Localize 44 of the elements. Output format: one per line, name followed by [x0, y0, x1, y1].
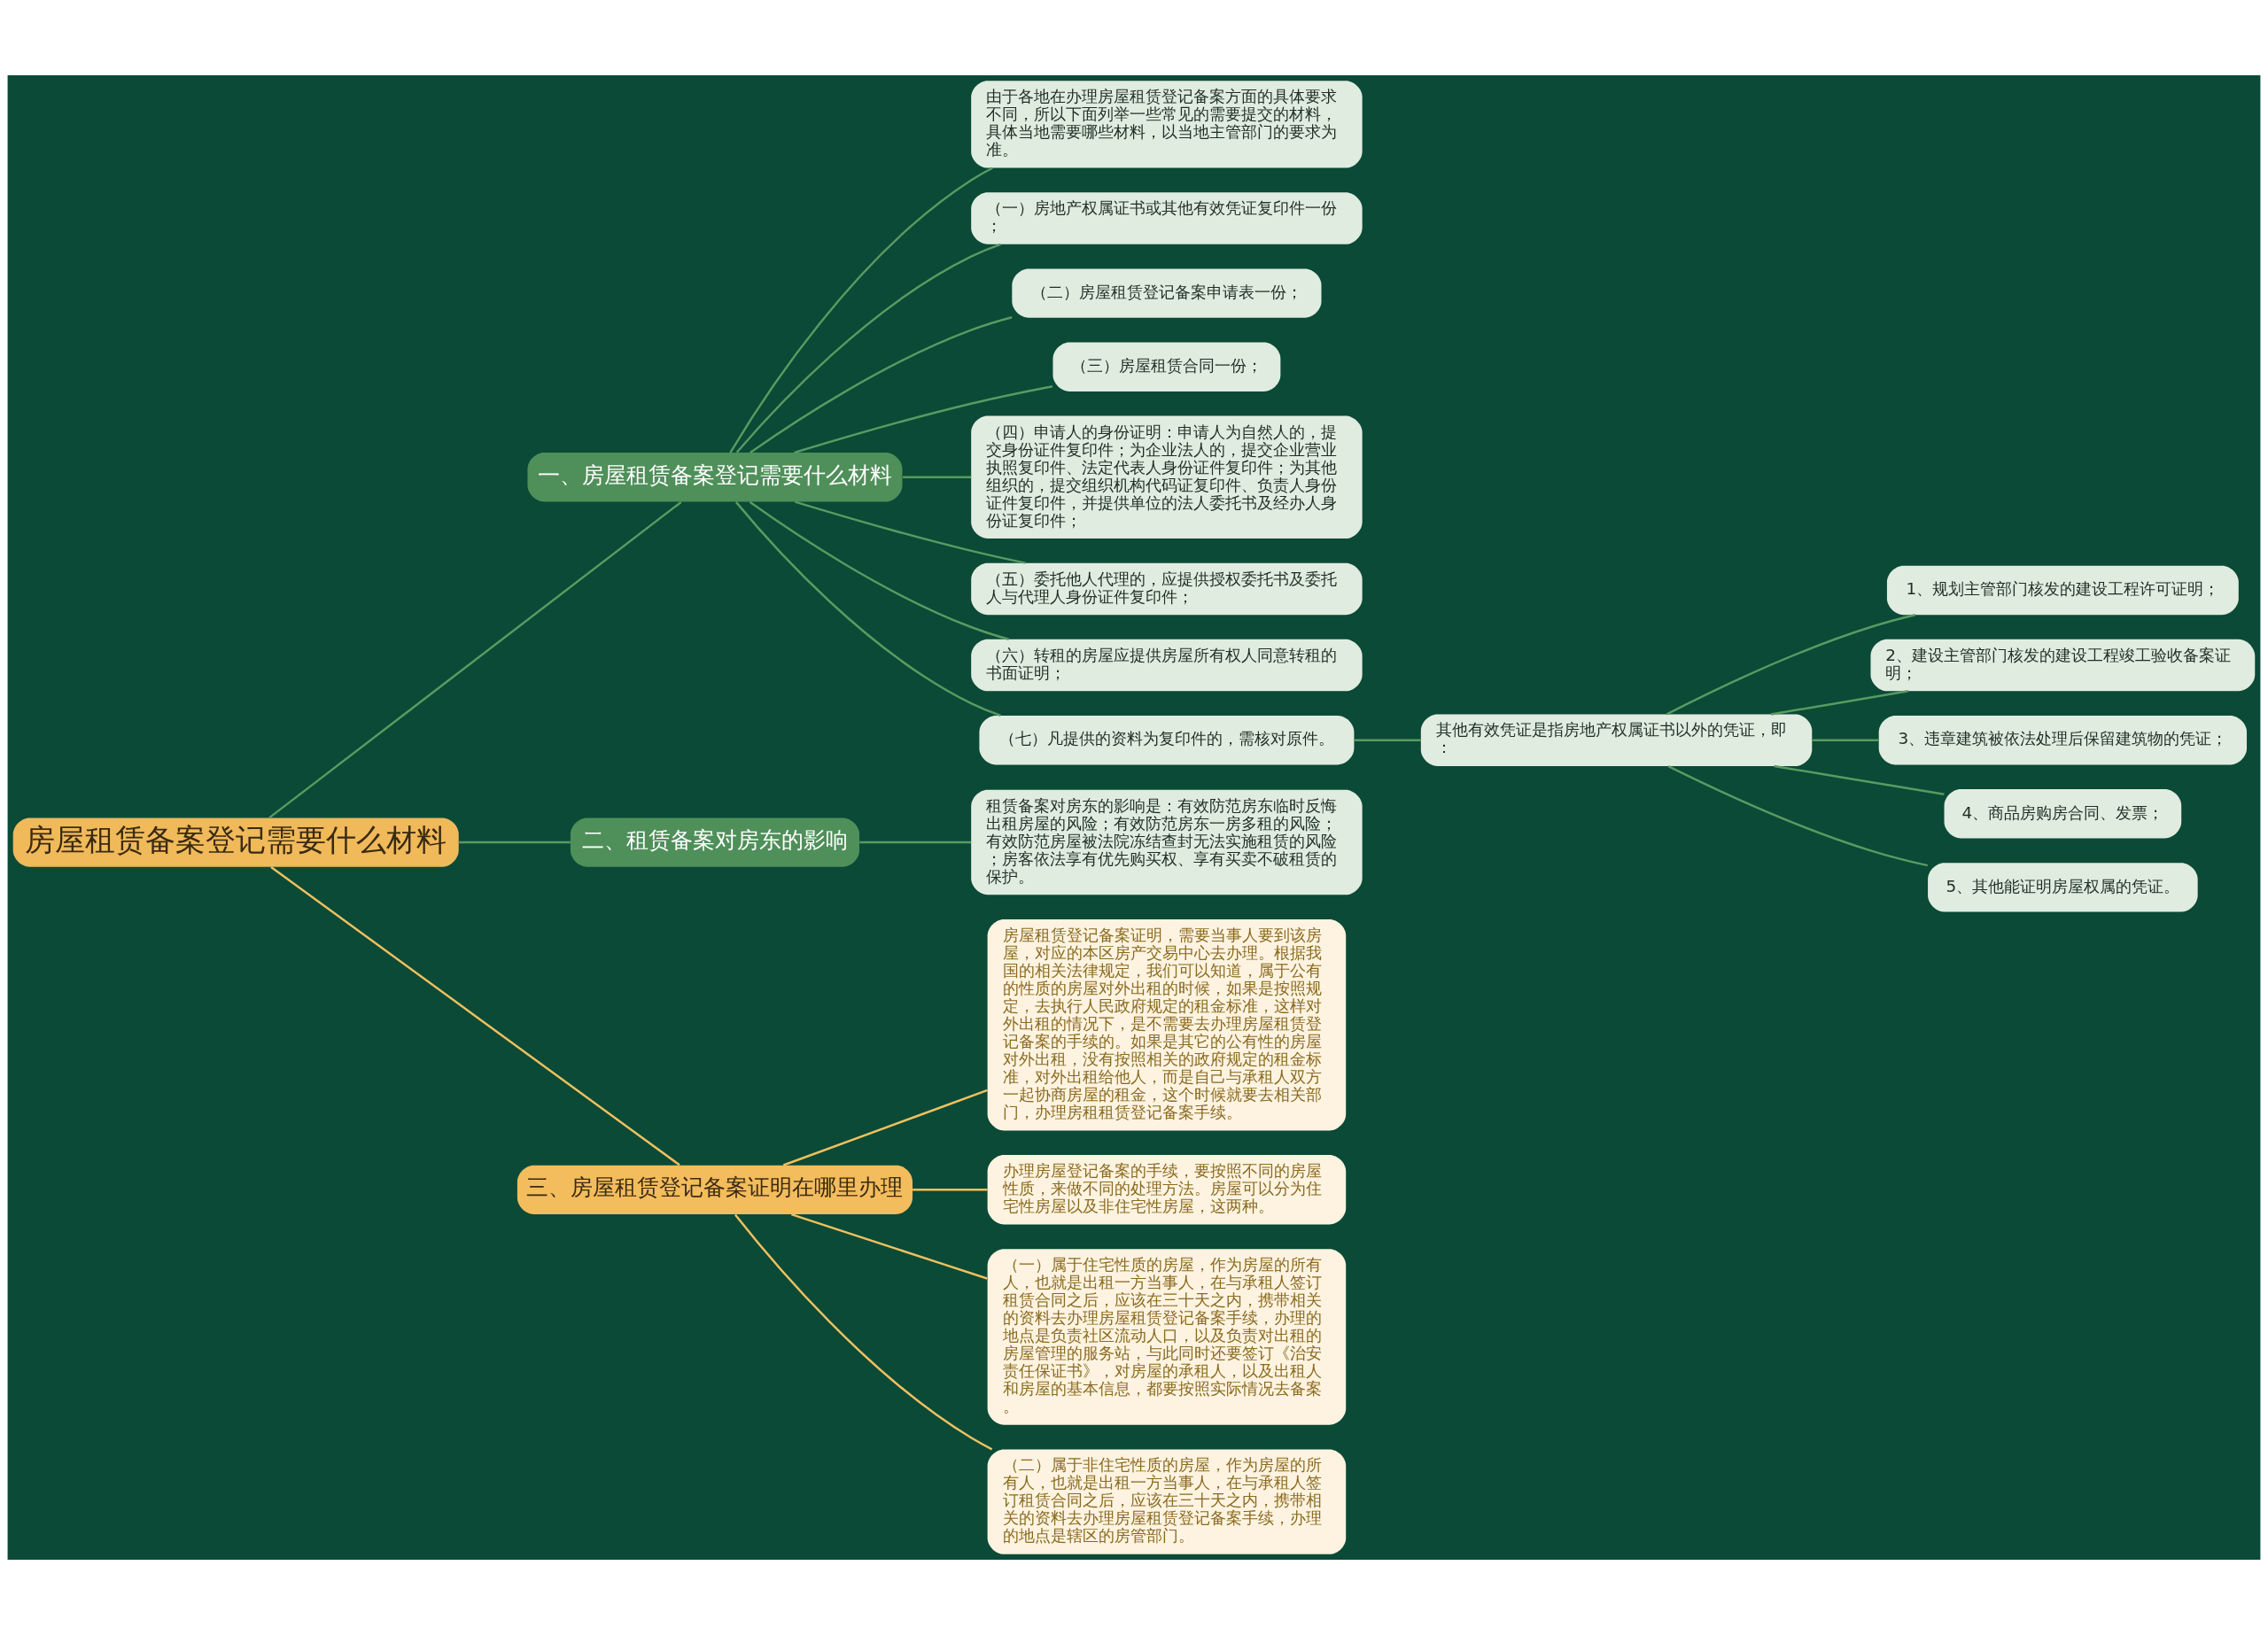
connector [794, 385, 1053, 454]
connector [1812, 739, 1879, 741]
connector [1354, 739, 1421, 741]
node-box: 办理房屋登记备案的手续，要按照不同的房屋性质，来做不同的处理方法。房屋可以分为住宅性房屋以及非住宅性房屋，这两种。 [987, 1155, 1347, 1225]
connector [790, 1213, 988, 1280]
node-box: （三）房屋租赁合同一份； [1052, 342, 1281, 391]
node-box: （二）房屋租赁登记备案申请表一份； [1012, 268, 1322, 318]
node-box: 房屋租赁登记备案证明，需要当事人要到该房屋，对应的本区房产交易中心去办理。根据我国的相关法律规定，我们可以知道，属于公有的性质的房屋对外出租的时候，如果是按照规定，去执行人民政府规定的租金标准，这样对外出租的情况下，是不需要去办理房屋租赁登记备案的手续的。如果是其它的公有性的房屋对外出租，没有按照相关的政府规定的租金标准，对外出租给他人，而是自己与承租人双方一起协商房屋的租金，这个时候就要去相关部门，办理房租租赁登记备案手续。 [987, 919, 1347, 1131]
node-box: 4、商品房购房合同、发票； [1944, 789, 2182, 839]
connector [782, 1089, 988, 1166]
node-box: 三、房屋租赁登记备案证明在哪里办理 [517, 1165, 913, 1215]
node-box: 3、违章建筑被依法处理后保留建筑物的凭证； [1878, 716, 2248, 765]
connector [859, 841, 971, 844]
connector [750, 316, 1013, 453]
connector [1770, 690, 1908, 716]
node-box: （七）凡提供的资料为复印件的，需核对原件。 [979, 716, 1355, 765]
node-box: （二）属于非住宅性质的房屋，作为房屋的所有人，也就是出租一方当事人，在与承租人签订租赁合同之后，应该在三十天之内，携带相关的资料去办理房屋租赁登记备案手续，办理的地点是辖区的房管部门。 [987, 1449, 1347, 1554]
connector [1667, 765, 1928, 867]
node-box: 房屋租赁备案登记需要什么材料 [12, 818, 459, 867]
node-box: （一）房地产权属证书或其他有效凭证复印件一份； [971, 192, 1363, 244]
connector [729, 167, 993, 453]
connector [1774, 764, 1945, 795]
node-box: （五）委托他人代理的，应提供授权委托书及委托人与代理人身份证件复印件； [971, 562, 1363, 616]
connector [1666, 614, 1916, 716]
node-box: 二、租赁备案对房东的影响 [570, 818, 860, 867]
connector [734, 1213, 993, 1451]
node-box: 一、房屋租赁备案登记需要什么材料 [527, 453, 903, 502]
connector [735, 243, 1001, 453]
node-box: 5、其他能证明房屋权属的凭证。 [1928, 863, 2198, 912]
connector [749, 500, 1009, 640]
connector [734, 501, 1001, 717]
connector [459, 841, 571, 844]
node-box: （四）申请人的身份证明：申请人为自然人的，提交身份证件复印件；为企业法人的，提交企业营业执照复印件、法定代表人身份证件复印件；为其他组织的，提交组织机构代码证复印件、负责人身份证件复印件，并提供单位的法人委托书及经办人身份证复印件； [971, 415, 1363, 539]
connector [913, 1189, 988, 1191]
node-box: 1、规划主管部门核发的建设工程许可证明； [1886, 565, 2239, 616]
node-box: （一）属于住宅性质的房屋，作为房屋的所有人，也就是出租一方当事人，在与承租人签订租赁合同之后，应该在三十天之内，携带相关的资料去办理房屋租赁登记备案手续，办理的地点是负责社区流动人口，以及负责对出租的房屋管理的服务站，与此同时还要签订《治安责任保证书》，对房屋的承租人，以及出租人和房屋的基本信息，都要按照实际情况去备案。 [987, 1249, 1347, 1425]
connector [268, 500, 682, 819]
node-box: 由于各地在办理房屋租赁登记备案方面的具体要求不同，所以下面列举一些常见的需要提交的材料，具体当地需要哪些材料，以当地主管部门的要求为准。 [971, 81, 1363, 168]
node-box: 租赁备案对房东的影响是：有效防范房东临时反悔出租房屋的风险；有效防范房东一房多租的风险；有效防范房屋被法院冻结查封无法实施租赁的风险；房客依法享有优先购买权、享有买卖不破租赁的保护。 [971, 789, 1363, 895]
node-box: 2、建设主管部门核发的建设工程竣工验收备案证明； [1870, 639, 2256, 692]
node-box: （六）转租的房屋应提供房屋所有权人同意转租的书面证明； [971, 639, 1363, 692]
node-box: 其他有效凭证是指房地产权属证书以外的凭证，即： [1420, 714, 1813, 766]
connector [270, 865, 680, 1166]
connector [903, 476, 972, 479]
